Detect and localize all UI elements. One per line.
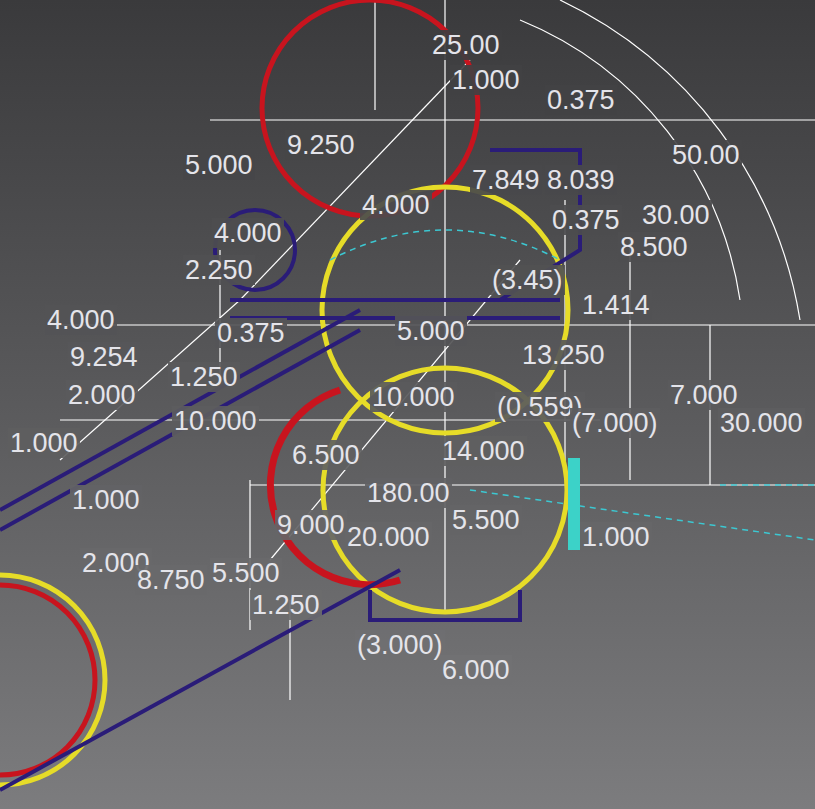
dimension-value: 4.000 [212,218,284,248]
dimension-value: 0.375 [545,85,617,115]
dimension-value: (7.000) [570,408,660,438]
dimension-value: 5.500 [210,558,282,588]
dimension-value: (3.000) [355,630,445,660]
dimension-value: 13.250 [520,340,607,370]
dimension-value: 8.750 [135,565,207,595]
dimension-value: 1.250 [168,362,240,392]
dimension-value: 8.500 [618,232,690,262]
dimension-value: 8.039 [545,165,617,195]
dimension-value: 9.254 [68,342,140,372]
dimension-value: 4.000 [45,305,117,335]
dimension-value: 1.000 [70,485,142,515]
dimension-value: 2.250 [183,255,255,285]
dimension-value: 6.500 [290,440,362,470]
dimension-value: 0.375 [550,205,622,235]
dimension-value: 2.000 [66,380,138,410]
dimension-value: 1.250 [250,590,322,620]
dimension-value: 5.000 [183,150,255,180]
dimension-value: 20.000 [345,522,432,552]
dimension-value: 5.000 [395,316,467,346]
dimension-value: 30.000 [718,408,805,438]
dimension-value: 0.375 [215,318,287,348]
dimension-value: 1.000 [580,522,652,552]
dimension-value: 10.000 [370,382,457,412]
dimension-value: 1.000 [8,428,80,458]
dimension-value: 6.000 [440,655,512,685]
dimension-value: 30.00 [640,200,712,230]
dimension-value: 50.00 [670,140,742,170]
dimension-value: 10.000 [172,406,259,436]
dimension-value: (3.45) [490,265,565,295]
dimension-value: 9.250 [285,130,357,160]
dimension-value: 25.00 [430,30,502,60]
dimension-value: 4.000 [360,190,432,220]
dimension-value: 5.500 [450,505,522,535]
dimension-value: 180.00 [365,478,452,508]
construction-lines [50,0,815,700]
dimension-value: 14.000 [440,436,527,466]
dimension-value: 9.000 [275,510,347,540]
dimension-value: 7.000 [668,380,740,410]
dimension-value: 7.849 [470,165,542,195]
sketch-circles [0,0,568,785]
cyan-edge [568,458,580,550]
dimension-value: 1.414 [580,290,652,320]
profile-lines [0,150,580,790]
dimension-value: 1.000 [450,65,522,95]
